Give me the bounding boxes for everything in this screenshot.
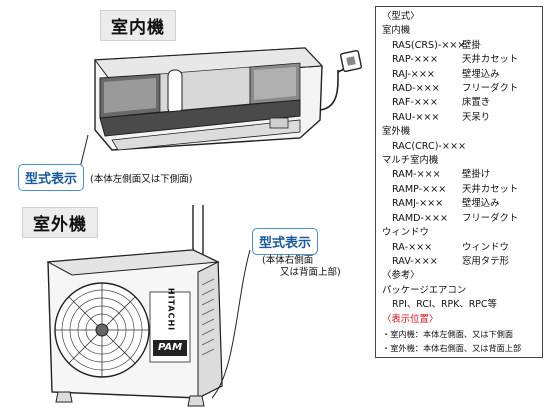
model-code: RAMP-××× (392, 183, 447, 195)
position-indoor: ・室内機：本体左側面、又は下側面 (382, 328, 514, 339)
model-type: 天呆り (462, 111, 491, 123)
legend-model-row: RAMP-××× 天井カセット (392, 183, 536, 197)
legend-model-row: RAMJ-××× 壁埋込み (392, 197, 536, 211)
legend-model-row: RA-××× ウィンドウ (392, 241, 536, 255)
legend-model-row: RAF-××× 床置き (392, 96, 536, 110)
outdoor-unit-drawing (46, 205, 251, 407)
model-type: 壁掛 (462, 39, 481, 51)
model-type: 壁埋込み (462, 198, 500, 210)
model-type: フリーダクト (462, 83, 519, 95)
model-code: RAMD-××× (392, 212, 449, 224)
model-code: RAM-××× (392, 169, 441, 181)
model-type: 壁掛け (462, 169, 491, 181)
indoor-unit-drawing (79, 47, 363, 169)
position-outdoor: ・室外機：本体右側面、又は背面上部 (382, 343, 522, 354)
model-type: ウィンドウ (462, 241, 509, 253)
outdoor-badge-note-line1: (本体右側面 (262, 255, 314, 266)
brand-label: HITACHI (166, 287, 176, 332)
model-code: RAC(CRC)-××× (392, 140, 467, 152)
model-code: RAV-××× (392, 255, 438, 267)
outdoor-model-badge: 型式表示 (252, 228, 319, 255)
model-code: RAJ-××× (392, 68, 435, 80)
legend-model-row: RAP-××× 天井カセット (392, 53, 536, 67)
legend-group-heading: 室外機 (382, 126, 411, 138)
outdoor-unit-title: 室外機 (22, 207, 98, 238)
model-code: RAF-××× (392, 97, 438, 109)
legend-title: 〈型式〉 (382, 11, 420, 22)
legend-group-heading: マルチ室内機 (382, 155, 439, 167)
reference-heading: 〈参考〉 (382, 270, 420, 282)
legend-model-row: RAV-××× 窓用タテ形 (392, 255, 536, 269)
model-code: RAU-××× (392, 111, 440, 123)
model-code: RAMJ-××× (392, 198, 444, 210)
legend-model-row: RAM-××× 壁掛け (392, 168, 536, 182)
model-type: 天井カセット (462, 54, 519, 66)
indoor-unit-title: 室内機 (100, 10, 176, 41)
legend-model-row: RAU-××× 天呆り (392, 111, 536, 125)
legend-model-row: RAJ-××× 壁埋込み (392, 68, 536, 82)
model-type: 天井カセット (462, 183, 519, 195)
legend-group-heading: ウィンドウ (382, 227, 429, 239)
legend-model-row: RAD-××× フリーダクト (392, 82, 536, 96)
series-label: PAM (157, 342, 183, 353)
package-models: RPI、RCI、RPK、RPC等 (392, 299, 497, 311)
outdoor-badge-note-line2: 又は背面上部) (280, 267, 341, 278)
position-heading: 〈表示位置〉 (382, 313, 439, 325)
model-code: RA-××× (392, 241, 433, 253)
legend-model-row: RAC(CRC)-××× (392, 140, 536, 154)
legend-model-row: RAMD-××× フリーダクト (392, 212, 536, 226)
model-type: 床置き (462, 97, 491, 109)
legend-group-heading: 室内機 (382, 25, 411, 37)
model-code: RAP-××× (392, 54, 438, 66)
model-type: フリーダクト (462, 212, 519, 224)
package-heading: パッケージエアコン (382, 284, 467, 296)
indoor-badge-note: (本体左側面又は下側面) (90, 174, 193, 185)
legend-model-row: RAS(CRS)-×××壁掛 (392, 39, 536, 53)
model-type: 窓用タテ形 (462, 255, 509, 267)
model-code: RAS(CRS)-××× (392, 39, 466, 51)
model-type: 壁埋込み (462, 68, 500, 80)
model-code: RAD-××× (392, 83, 440, 95)
indoor-model-badge: 型式表示 (18, 164, 85, 191)
model-legend-box: 〈型式〉 室内機 RAS(CRS)-×××壁掛 RAP-××× 天井カセット RA… (375, 6, 543, 358)
